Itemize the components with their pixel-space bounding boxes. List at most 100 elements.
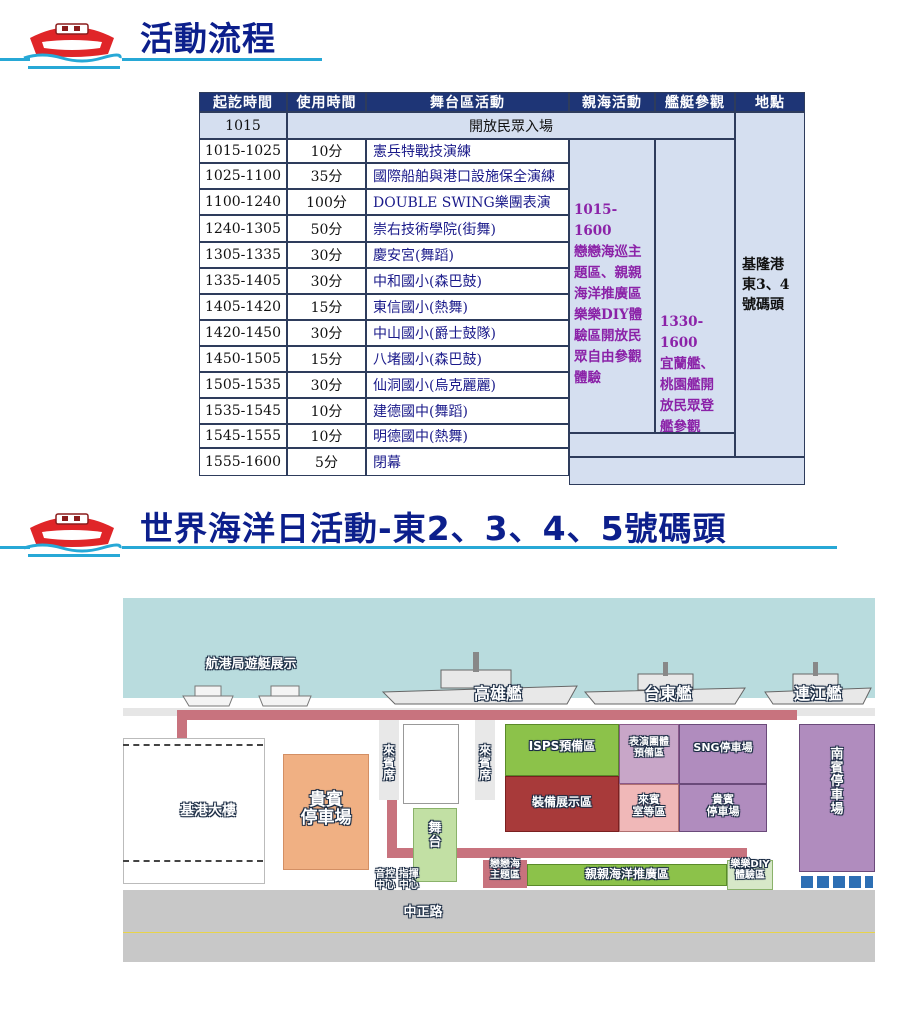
ship-visit-cell: 1330-1600 宜蘭艦、 桃園艦開 放民眾登 艦參觀	[655, 139, 735, 433]
venue-map: 航港局遊艇展示 高雄艦 台東艦 連江艦 基港大樓 貴賓 停車場 來 賓 席 來 …	[123, 598, 875, 962]
diy-area	[727, 860, 773, 890]
road-area	[123, 890, 875, 962]
section-title-1: 活動流程	[140, 19, 276, 58]
building-label: 基港大樓	[180, 803, 236, 819]
guest-seats-1	[379, 720, 399, 800]
row-activity: 八堵國小(森巴鼓)	[366, 346, 569, 372]
row-duration: 5分	[287, 448, 366, 476]
row-time: 1555-1600	[199, 448, 287, 476]
vip-parking-2	[679, 784, 767, 832]
section-header-1: 活動流程	[0, 8, 860, 69]
guest-seats-2-label: 來 賓 席	[478, 743, 491, 783]
underline	[0, 58, 30, 61]
south-parking-label: 南 賓 停 車 場	[830, 747, 844, 817]
restroom-icon	[801, 876, 873, 888]
underline	[122, 58, 322, 61]
sng-label: SNG停車場	[693, 741, 753, 754]
row-duration: 10分	[287, 424, 366, 448]
equipment-label: 裝備展示區	[531, 795, 592, 809]
header-location: 地點	[735, 92, 805, 112]
theme-area	[483, 860, 527, 888]
road-label: 中正路	[403, 905, 443, 920]
underline	[28, 66, 120, 69]
row-activity: 國際船舶與港口設施保全演練	[366, 163, 569, 189]
isps-label: ISPS預備區	[528, 739, 596, 753]
perf-prep-label: 表演團體 預備區	[629, 737, 669, 759]
south-parking	[799, 724, 875, 872]
row-activity: 建德國中(舞蹈)	[366, 398, 569, 424]
row-time: 1405-1420	[199, 294, 287, 320]
row-activity: 崇右技術學院(街舞)	[366, 215, 569, 242]
isps-area	[505, 724, 619, 776]
row-duration: 35分	[287, 163, 366, 189]
boat-icon	[23, 23, 122, 63]
vip-room-label: 來賓 室等區	[632, 793, 666, 818]
yacht-icon	[182, 685, 312, 707]
row-duration: 50分	[287, 215, 366, 242]
filler-cell	[569, 433, 735, 457]
header-duration: 使用時間	[287, 92, 366, 112]
equipment-area	[505, 776, 619, 832]
stage	[413, 808, 457, 882]
walkway	[387, 848, 747, 858]
theme-area-label: 戀戀海 主題區	[490, 859, 520, 881]
row-duration: 10分	[287, 398, 366, 424]
yacht-exhibit-label: 航港局遊艇展示	[205, 657, 297, 672]
guest-seats-2	[475, 720, 495, 800]
row-activity: DOUBLE SWING樂團表演	[366, 189, 569, 215]
port-building	[123, 738, 265, 884]
section-header-2: 世界海洋日活動-東2、3、4、5號碼頭	[0, 498, 860, 558]
header-sea: 親海活動	[569, 92, 655, 112]
row-time: 1240-1305	[199, 215, 287, 242]
vip-parking-label: 貴賓 停車場	[300, 790, 352, 828]
row-duration: 15分	[287, 294, 366, 320]
boat-icon	[23, 513, 122, 553]
header-stage: 舞台區活動	[366, 92, 569, 112]
section-title-2: 世界海洋日活動-東2、3、4、5號碼頭	[140, 509, 727, 548]
row-time: 1545-1555	[199, 424, 287, 448]
sea-activity-cell: 1015-1600 戀戀海巡主 題區、親親 海洋推廣區 樂樂DIY體 驗區開放民…	[569, 139, 655, 433]
row-duration: 15分	[287, 346, 366, 372]
row-duration: 30分	[287, 242, 366, 268]
row-duration: 30分	[287, 372, 366, 398]
vip-parking	[283, 754, 369, 870]
walkway	[177, 710, 797, 720]
row-activity: 閉幕	[366, 448, 569, 476]
walkway	[177, 710, 187, 750]
promo-area	[527, 864, 727, 886]
row-activity: 慶安宮(舞蹈)	[366, 242, 569, 268]
underline	[0, 546, 30, 549]
stage-backdrop	[403, 724, 459, 804]
row-time: 1505-1535	[199, 372, 287, 398]
ship2-label: 台東艦	[643, 684, 692, 703]
opening-activity: 開放民眾入場	[287, 112, 735, 139]
guest-seats-1-label: 來 賓 席	[382, 743, 395, 783]
warship-icon	[381, 652, 578, 705]
ship1-label: 高雄艦	[473, 684, 522, 703]
row-duration: 100分	[287, 189, 366, 215]
row-time: 1535-1545	[199, 398, 287, 424]
row-time: 1305-1335	[199, 242, 287, 268]
row-activity: 仙洞國小(烏克麗麗)	[366, 372, 569, 398]
row-activity: 中山國小(爵士鼓隊)	[366, 320, 569, 346]
perf-prep-area	[619, 724, 679, 784]
row-time: 1335-1405	[199, 268, 287, 294]
sng-parking	[679, 724, 767, 784]
building-line	[123, 744, 263, 746]
road-line	[123, 932, 875, 933]
vip-room	[619, 784, 679, 832]
row-activity: 東信國小(熱舞)	[366, 294, 569, 320]
row-duration: 30分	[287, 268, 366, 294]
row-time: 1015-1025	[199, 139, 287, 163]
control-center-label: 音控 指揮 中心 中心	[375, 869, 419, 891]
underline	[28, 554, 120, 557]
building-line	[123, 860, 263, 862]
header-time: 起訖時間	[199, 92, 287, 112]
row-time: 1420-1450	[199, 320, 287, 346]
ship3-label: 連江艦	[793, 684, 842, 703]
row-duration: 10分	[287, 139, 366, 163]
row-activity: 明德國中(熱舞)	[366, 424, 569, 448]
warship-icon	[583, 662, 746, 705]
schedule-table: 起訖時間 使用時間 舞台區活動 親海活動 艦艇參觀 地點 1015 開放民眾入場…	[199, 92, 805, 485]
row-time: 1450-1505	[199, 346, 287, 372]
